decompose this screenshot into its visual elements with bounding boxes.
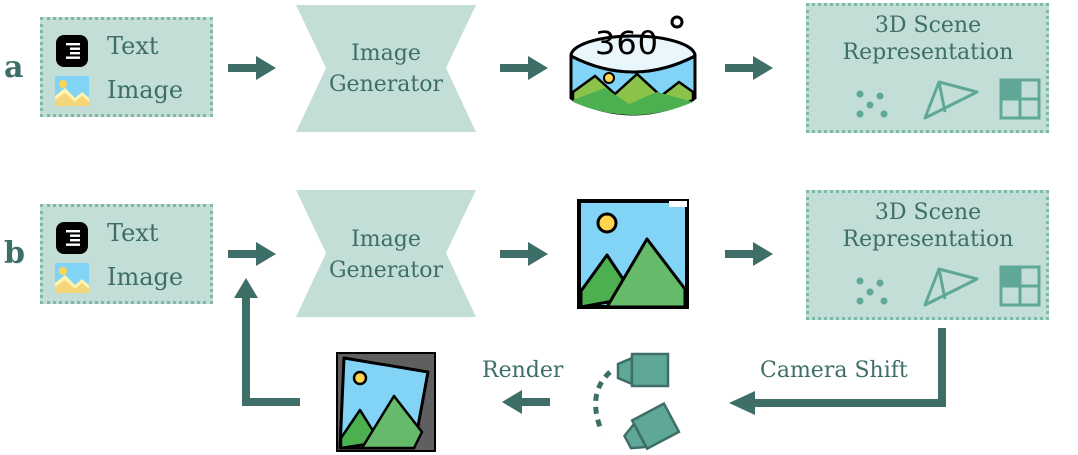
image-icon (55, 76, 89, 106)
mesh-icon (923, 267, 979, 307)
row-b-arrow-1 (228, 242, 276, 266)
point-cloud-icon (856, 90, 888, 118)
row-a-generator-shape (296, 5, 476, 132)
video-camera-icon (593, 352, 681, 451)
row-a-generator-line1: Image (351, 41, 421, 66)
camera-shift-label: Camera Shift (760, 358, 908, 383)
row-a-text-label: Text (107, 32, 159, 60)
render-label: Render (482, 358, 564, 383)
row-a-scene-line1: 3D Scene (874, 13, 982, 38)
render-arrow (502, 390, 550, 414)
row-a-generator-label: Image Generator (296, 38, 476, 100)
voxel-grid-icon (999, 78, 1041, 120)
row-a-scene-box: 3D Scene Representation (806, 3, 1049, 133)
row-b-image-label: Image (107, 263, 184, 291)
camera-shift-arrow (729, 328, 946, 415)
image-icon (55, 263, 89, 293)
row-b-scene-box: 3D Scene Representation (806, 190, 1049, 320)
row-b-generator-shape (296, 190, 476, 317)
row-a-arrow-1 (228, 56, 276, 80)
text-lines-icon (56, 35, 88, 67)
text-lines-icon (56, 222, 88, 254)
row-a-arrow-2 (500, 56, 548, 80)
warped-image-icon (336, 352, 436, 452)
row-b-scene-line2: Representation (842, 227, 1014, 252)
point-cloud-icon (856, 277, 888, 305)
row-b-arrow-2 (500, 242, 548, 266)
row-a-image-label: Image (107, 76, 184, 104)
mesh-icon (923, 80, 979, 120)
row-a-arrow-3 (725, 56, 773, 80)
row-b-generator-line2: Generator (328, 258, 444, 283)
row-b-input-box: Text Image (40, 204, 213, 304)
landscape-image-icon (577, 199, 689, 309)
row-a-letter: a (4, 50, 24, 85)
row-b-letter: b (4, 236, 25, 271)
row-b-text-label: Text (107, 219, 159, 247)
panorama-360-text: 360 (595, 24, 659, 62)
voxel-grid-icon (999, 265, 1041, 307)
row-b-scene-line1: 3D Scene (874, 200, 982, 225)
row-b-arrow-3 (725, 242, 773, 266)
row-b-scene-label: 3D Scene Representation (813, 199, 1043, 253)
row-a-generator-line2: Generator (328, 72, 444, 97)
row-b-generator-line1: Image (351, 227, 421, 252)
feedback-arrow (234, 278, 300, 406)
row-b-generator-label: Image Generator (296, 224, 476, 286)
panorama-360-icon: 360 (569, 15, 697, 116)
row-a-scene-line2: Representation (842, 40, 1014, 65)
row-a-scene-label: 3D Scene Representation (813, 12, 1043, 66)
row-a-input-box: Text Image (40, 17, 213, 117)
